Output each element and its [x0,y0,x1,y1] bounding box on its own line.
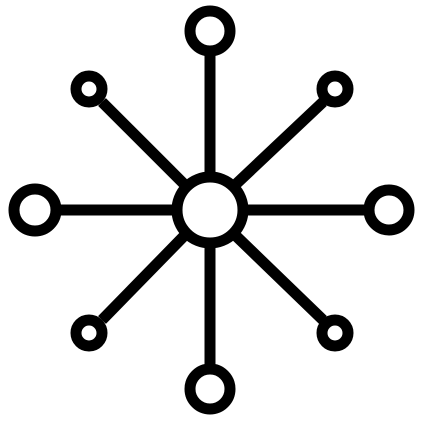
hub-node [171,171,249,249]
node-top-right [316,70,354,108]
spoke-top-left [98,98,190,190]
spoke-bottom-right [230,230,327,324]
node-left [8,183,62,237]
node-top-left [70,70,108,108]
node-bottom [184,363,236,415]
node-bottom-left [70,314,108,352]
node-bottom-right [316,314,354,352]
node-right [363,184,415,236]
spoke-bottom-left [98,230,190,324]
node-top [184,5,236,57]
spoke-top-right [230,98,327,190]
